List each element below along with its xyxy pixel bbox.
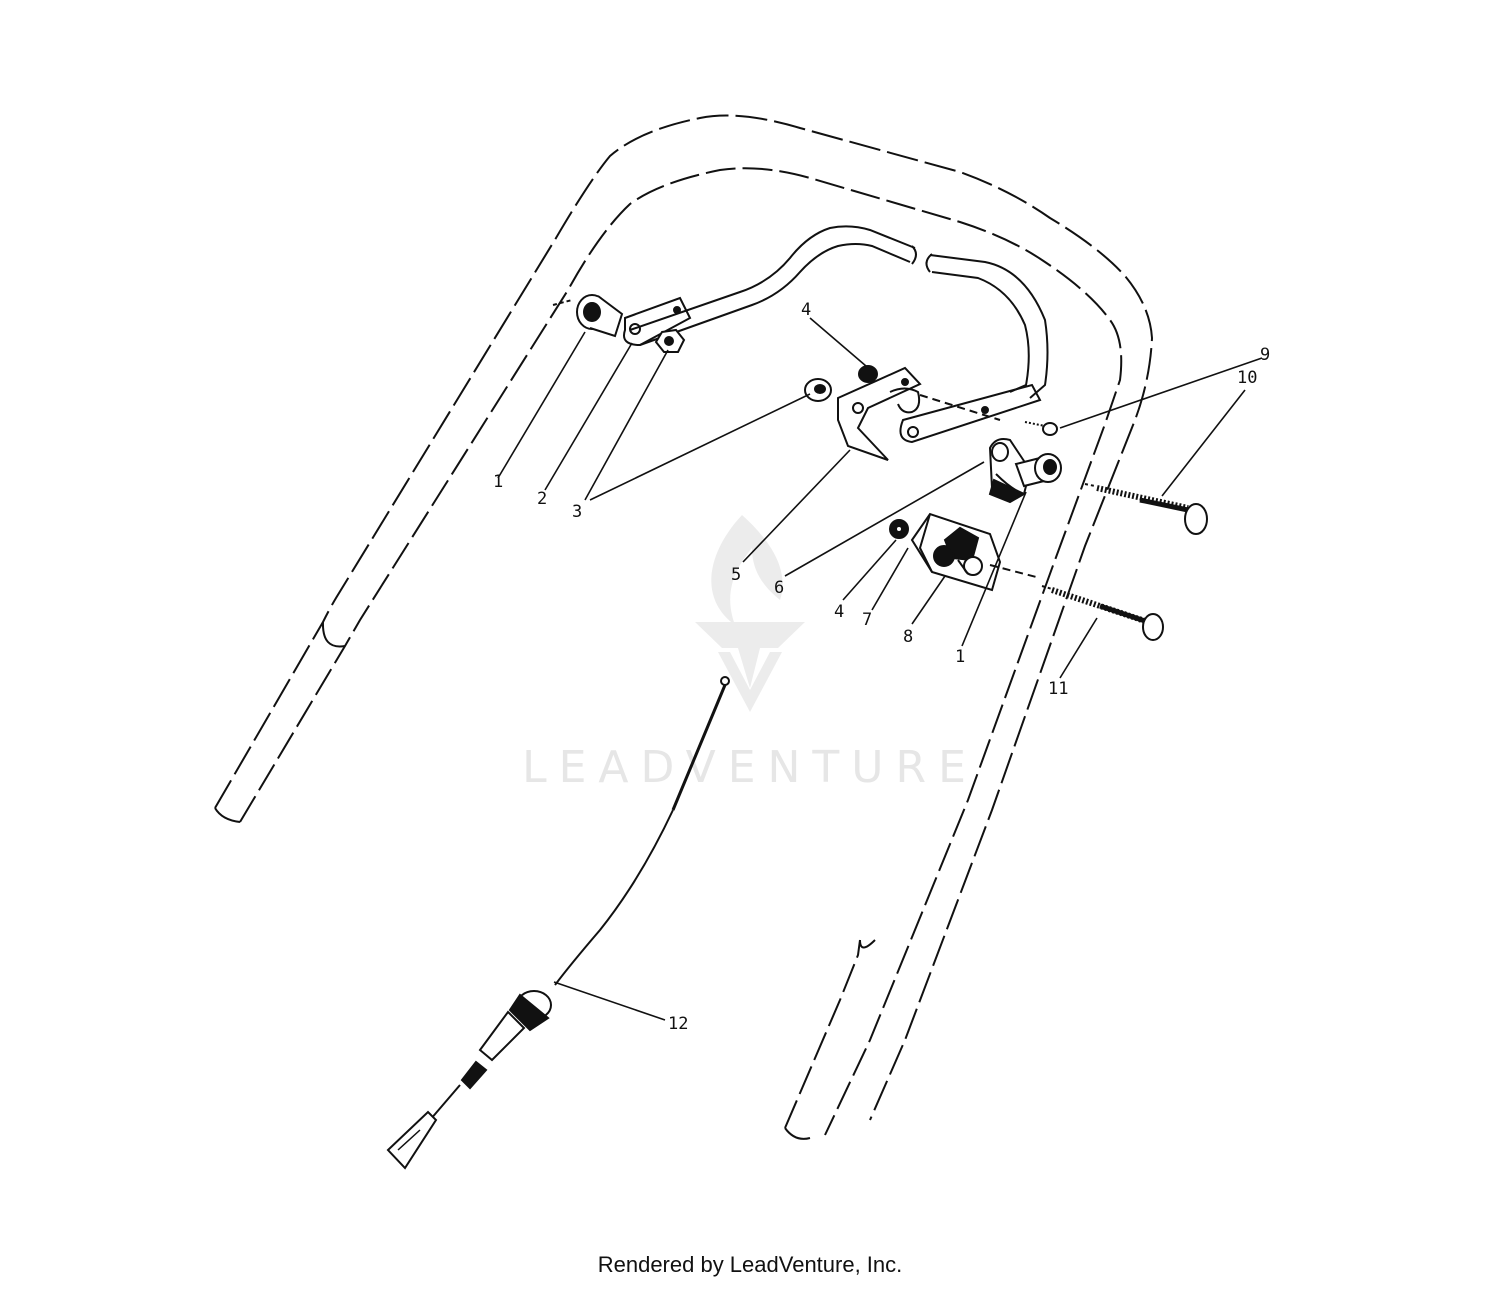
handle-frame: [214, 114, 1154, 1140]
callout-10: 10: [1237, 368, 1257, 388]
callout-1-left: 1: [493, 472, 503, 492]
callout-2: 2: [537, 489, 547, 509]
locknut-top: [858, 365, 878, 383]
watermark-text: LEADVENTURE: [522, 742, 978, 793]
leader-lines: [497, 317, 1263, 1021]
callout-1-right: 1: [955, 647, 965, 667]
callout-9: 9: [1260, 345, 1270, 365]
callout-11: 11: [1048, 679, 1068, 699]
control-housing: [910, 512, 1041, 592]
callout-8: 8: [903, 627, 913, 647]
nut-left: [654, 328, 686, 353]
screw: [1024, 421, 1058, 436]
locknut-lower: [889, 519, 909, 539]
bail-handle: [623, 225, 1049, 444]
callout-4-lower: 4: [834, 602, 844, 622]
callout-3: 3: [572, 502, 582, 522]
leadventure-logo-icon: [695, 515, 805, 712]
callout-6: 6: [774, 578, 784, 598]
callout-7: 7: [862, 610, 872, 630]
callout-4-top: 4: [801, 300, 811, 320]
callout-5: 5: [731, 565, 741, 585]
carriage-bolt-upper: [1084, 483, 1208, 535]
pivot-bushing-left: [552, 294, 624, 338]
carriage-bolt-lower: [1041, 585, 1164, 641]
footer-credit: Rendered by LeadVenture, Inc.: [597, 1252, 903, 1277]
control-bracket: [837, 366, 1001, 461]
pivot-bushing-right: [1014, 453, 1062, 488]
control-cable: [386, 676, 730, 1170]
spacer-washer: [804, 378, 832, 402]
callout-labels: 1 2 3 4 5 6 4 7 8 1 9 10 11 12: [493, 300, 1270, 1034]
watermark: LEADVENTURE: [522, 515, 978, 793]
callout-12: 12: [668, 1014, 688, 1034]
